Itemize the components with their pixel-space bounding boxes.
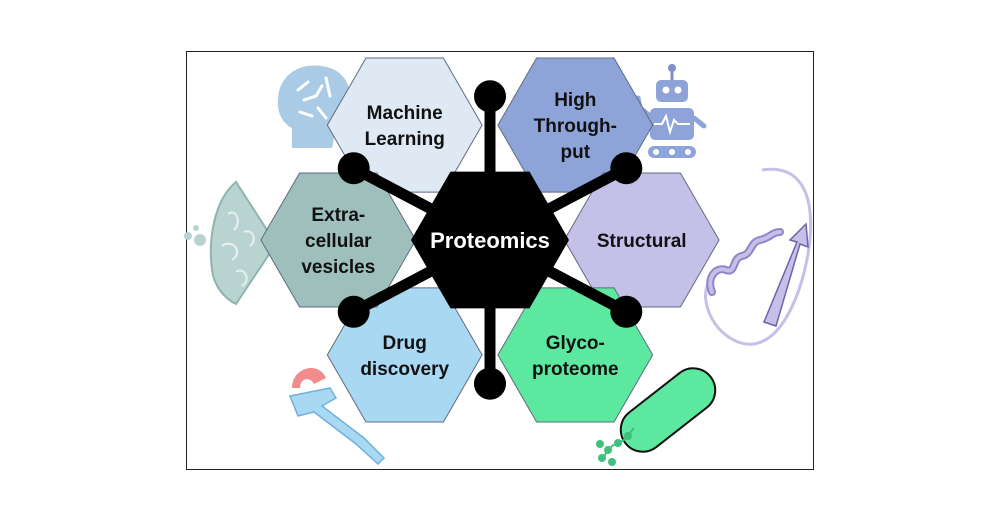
label-line: proteome xyxy=(532,359,619,380)
label-line: vesicles xyxy=(301,257,375,278)
label-line: Structural xyxy=(597,231,687,252)
spoke-knob xyxy=(610,152,643,185)
spoke-knob xyxy=(610,295,643,328)
vesicle-icon xyxy=(184,180,278,306)
label-line: High xyxy=(554,90,596,111)
label-drug-discovery: Drug discovery xyxy=(360,333,449,380)
label-line: Extra- xyxy=(311,205,365,226)
label-line: put xyxy=(561,142,591,163)
spoke-knob xyxy=(337,152,370,185)
label-structural: Structural xyxy=(597,231,687,252)
hex-extracellular-vesicles xyxy=(260,172,417,308)
robot-icon xyxy=(635,64,707,158)
label-line: cellular xyxy=(305,231,372,252)
protein-helix-icon xyxy=(704,167,813,346)
spoke-knob xyxy=(474,80,506,113)
label-line: Glyco- xyxy=(546,333,605,354)
label-line: Machine xyxy=(367,103,443,124)
bacterium-icon xyxy=(596,367,717,466)
label-extracellular-vesicles: Extra-cellular vesicles xyxy=(301,205,375,278)
center-label: Proteomics xyxy=(430,228,550,253)
hex-center xyxy=(411,171,569,309)
spoke-knob xyxy=(337,295,370,328)
label-glycoproteome: Glyco-proteome xyxy=(532,333,619,380)
spoke-knob xyxy=(474,367,506,400)
label-line: Through- xyxy=(534,116,617,137)
receptor-icon xyxy=(288,367,386,466)
label-line: discovery xyxy=(360,359,449,380)
label-line: Learning xyxy=(365,129,445,150)
label-line: Drug xyxy=(383,333,427,354)
